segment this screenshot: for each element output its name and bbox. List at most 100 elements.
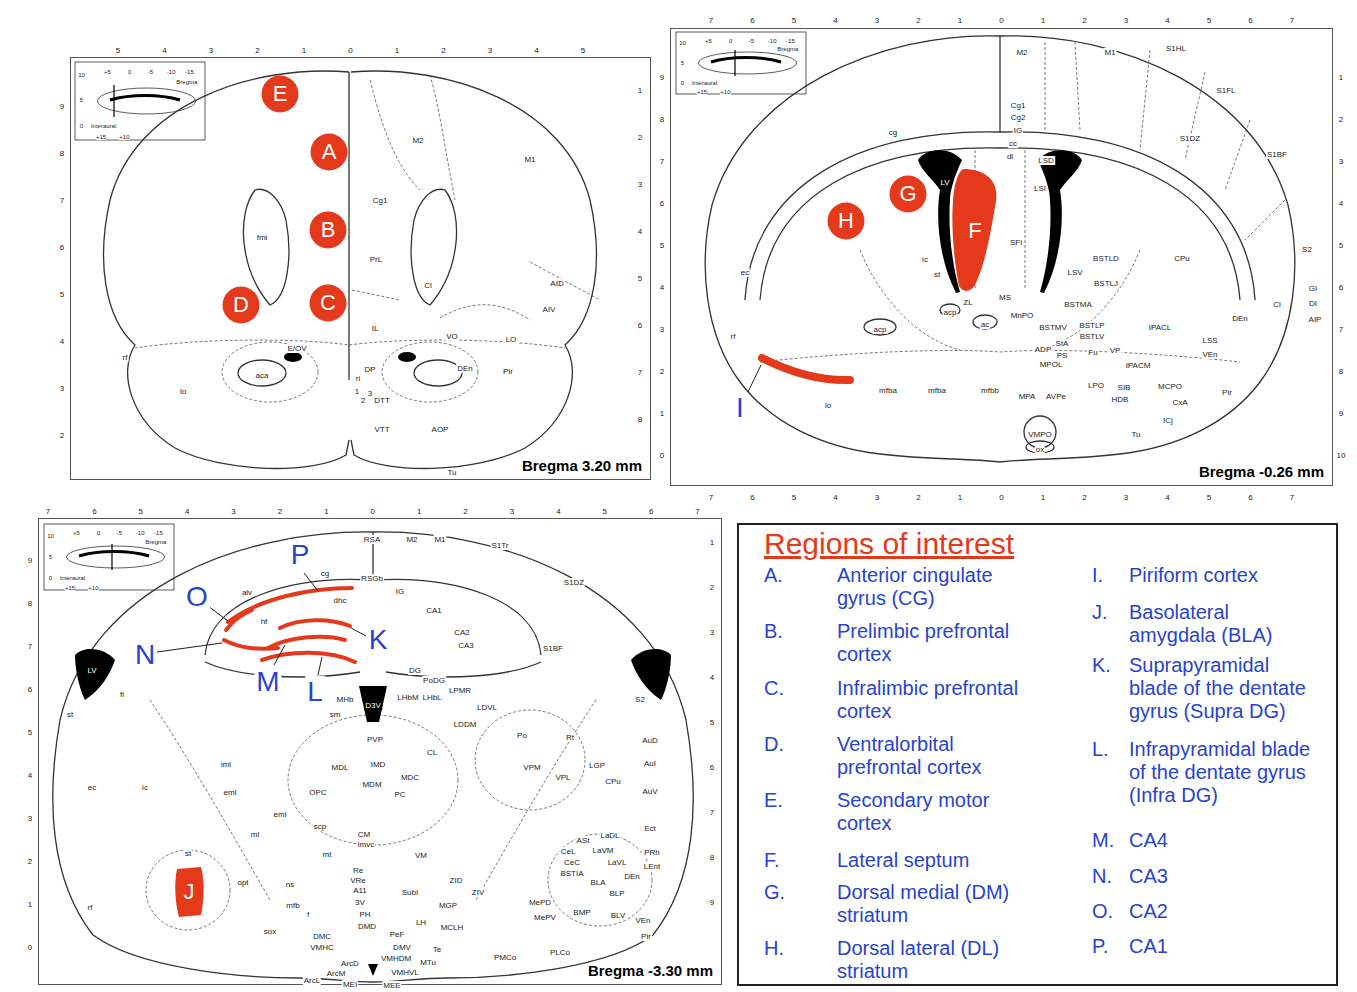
label-holder: 7	[708, 10, 714, 26]
label-holder: S2	[634, 689, 646, 705]
legend-entry: Regions of interest	[764, 527, 1014, 560]
label-holder: S1BF	[542, 638, 564, 654]
atlas-label: Cl	[423, 281, 433, 290]
label-holder: fmi	[256, 227, 269, 243]
atlas-label: ac	[980, 320, 990, 329]
label-holder: -5	[117, 522, 122, 538]
atlas-label: S1DZ	[563, 578, 585, 587]
label-holder: BSTMV	[1038, 317, 1068, 333]
label-holder: IMD	[370, 754, 387, 770]
label-holder: 7	[637, 362, 643, 378]
inset-label: Bregma	[777, 46, 798, 52]
label-holder: DP	[363, 359, 376, 375]
atlas-label: PMCo	[493, 953, 517, 962]
label-holder: +10	[119, 126, 129, 142]
ca2-region	[226, 610, 252, 630]
region-letter: F	[968, 220, 981, 242]
inset-label: -15	[185, 69, 194, 75]
atlas-label: S1DZ	[1179, 134, 1201, 143]
tick-number: 1	[709, 538, 715, 547]
atlas-label: mfb	[285, 901, 300, 910]
label-holder: BSTLV	[1079, 326, 1106, 342]
label-holder: 7	[659, 151, 665, 167]
tick-number: 2	[440, 46, 446, 55]
inset-label: -10	[167, 69, 176, 75]
label-holder: M2	[405, 529, 418, 545]
label-holder: -5	[749, 30, 754, 46]
commissure-outline	[973, 315, 997, 329]
atlas-label: CeC	[563, 858, 581, 867]
leader-line	[274, 645, 285, 665]
atlas-label: MePD	[528, 898, 552, 907]
label-holder: IG	[395, 581, 405, 597]
label-holder: AuD	[641, 730, 659, 746]
tick-number: 7	[59, 196, 65, 205]
hippocampus-boundary	[386, 662, 541, 677]
atlas-label: acp	[873, 325, 888, 334]
tick-number: 5	[791, 16, 797, 25]
atlas-label: Po	[516, 731, 528, 740]
legend-name: CA4	[1129, 829, 1317, 852]
label-holder: D3V	[364, 695, 382, 711]
tick-number: 7	[45, 507, 51, 516]
label-holder: 5	[49, 546, 52, 562]
tick-number: 3	[1338, 157, 1344, 166]
label-holder: LEnt	[643, 856, 661, 872]
atlas-label: DEn	[623, 872, 641, 881]
atlas-label: sm	[329, 710, 342, 719]
lateral-ventricle	[631, 649, 671, 700]
label-holder: cg	[888, 122, 898, 138]
atlas-label: MEI	[342, 980, 358, 989]
label-holder: 5	[580, 40, 586, 56]
atlas-label: BSTLV	[1079, 332, 1106, 341]
legend-letter: E.	[764, 789, 783, 812]
label-holder: MePD	[528, 892, 552, 908]
label-holder: VM	[414, 845, 428, 861]
label-holder: ICj	[1162, 410, 1174, 426]
label-holder: 4	[533, 40, 539, 56]
label-holder: +15	[697, 81, 707, 97]
inset-label: 0	[49, 575, 52, 581]
label-holder: Po	[516, 725, 528, 741]
legend-letter: C.	[764, 677, 784, 700]
label-holder: 2	[254, 40, 260, 56]
region-letter: C	[320, 292, 336, 314]
region-boundary	[288, 715, 458, 845]
legend-entry: A.	[764, 564, 783, 587]
label-holder: VO	[445, 326, 459, 342]
tick-number: 5	[1338, 241, 1344, 250]
label-holder: 2	[1081, 10, 1087, 26]
tick-number: 9	[1338, 409, 1344, 418]
legend-name: Lateral septum	[837, 849, 1037, 872]
legend-entry: Prelimbic prefrontal cortex	[837, 620, 1037, 666]
tick-number: 1	[659, 409, 665, 418]
label-holder: AIV	[542, 299, 557, 315]
tick-number: 7	[27, 642, 33, 651]
atlas-label: di	[1006, 152, 1014, 161]
atlas-label: Cg1	[372, 196, 389, 205]
atlas-label: LGP	[588, 761, 606, 770]
label-holder: DMD	[357, 916, 377, 932]
marker-disc	[310, 212, 347, 249]
label-holder: 0	[659, 445, 665, 461]
atlas-label: dhc	[333, 596, 348, 605]
tick-number: 1	[637, 86, 643, 95]
inset-label: 5	[681, 60, 684, 66]
atlas-label: S1FL	[1215, 86, 1236, 95]
atlas-label: cc	[1008, 139, 1018, 148]
label-holder: CeC	[563, 852, 581, 868]
label-holder: 5	[602, 501, 608, 517]
sagittal-outline	[67, 546, 165, 568]
label-holder: BSTMA	[1063, 294, 1093, 310]
label-holder: sm	[329, 704, 342, 720]
region-boundary	[548, 834, 652, 926]
tick-number: 8	[27, 599, 33, 608]
legend-letter: H.	[764, 937, 784, 960]
commissure-outline	[940, 304, 960, 316]
label-holder: BSTLD	[1092, 248, 1120, 264]
label-holder: 4	[1164, 487, 1170, 503]
legend-entry: CA3	[1129, 865, 1317, 888]
label-holder: 1	[1040, 10, 1046, 26]
label-holder: PRh	[643, 842, 661, 858]
atlas-label: MEE	[382, 981, 401, 990]
